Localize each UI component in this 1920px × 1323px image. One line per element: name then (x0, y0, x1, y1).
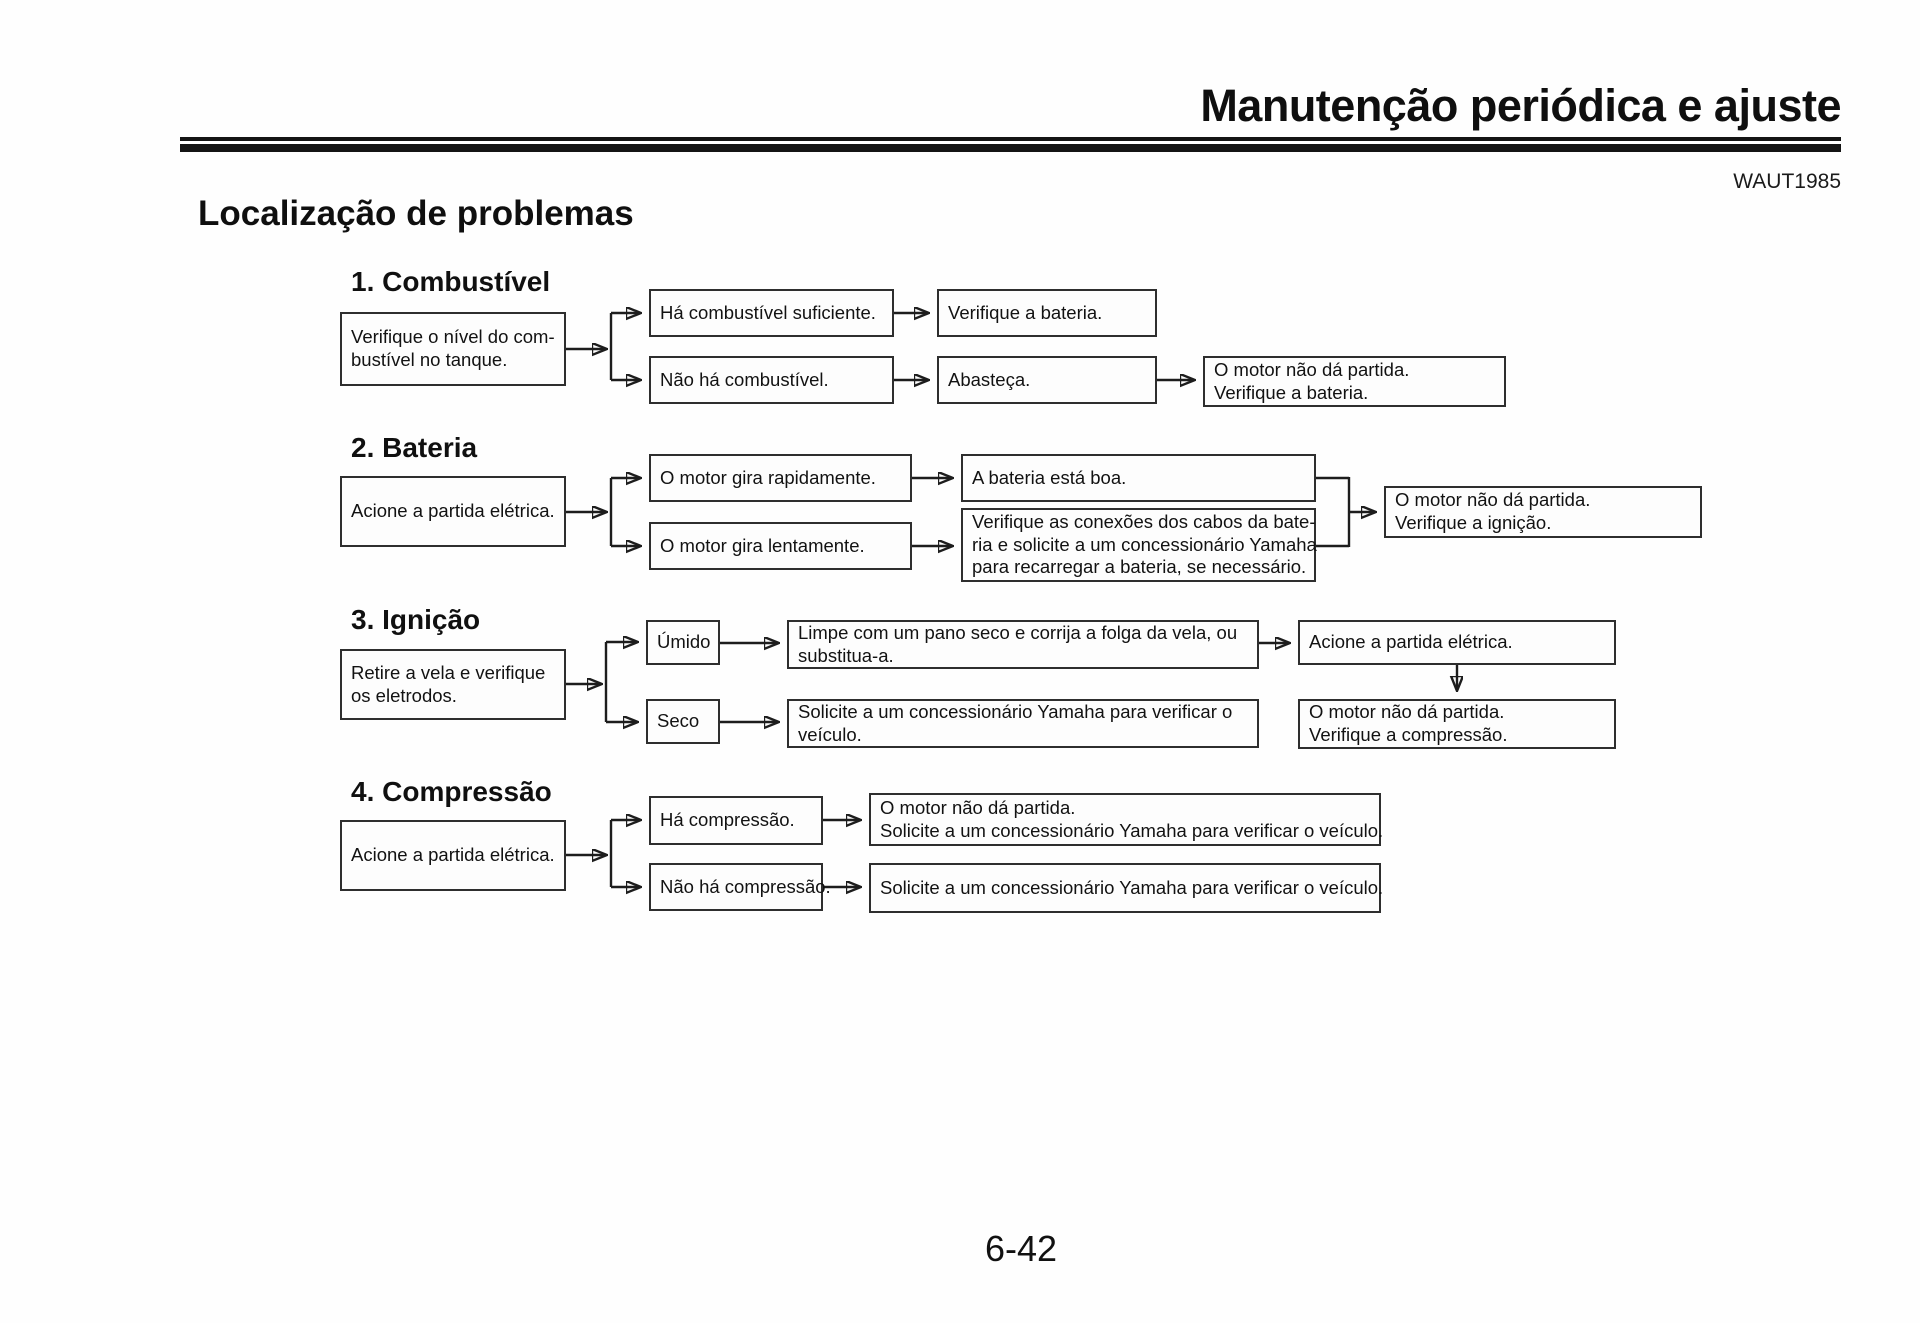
flow-box-fuel-none: Não há combustível. (649, 356, 894, 404)
flow-box-ignition-dry: Seco (646, 699, 720, 744)
flow-box-compression-final-no: Solicite a um concessionário Yamaha para… (869, 863, 1383, 913)
flow-box-fuel-final: O motor não dá partida. Verifique a bate… (1203, 356, 1506, 407)
flow-heading-compressao: 4. Compressão (351, 776, 552, 807)
flow-box-battery-start: Acione a partida elétrica. (340, 476, 566, 547)
flow-box-battery-fast: O motor gira rapidamente. (649, 454, 912, 502)
flow-box-fuel-enough: Há combustível suficiente. (649, 289, 894, 337)
flow-box-ignition-wet: Úmido (646, 620, 720, 665)
page-number: 6-42 (985, 1228, 1058, 1269)
flow-box-ignition-retry-start: Acione a partida elétrica. (1298, 620, 1616, 665)
flow-box-battery-final: O motor não dá partida. Verifique a igni… (1384, 486, 1702, 538)
flow-heading-ignicao: 3. Ignição (351, 604, 481, 635)
flow-box-fuel-check-battery: Verifique a bateria. (937, 289, 1157, 337)
flow-box-ignition-dealer: Solicite a um concessionário Yamaha para… (787, 699, 1259, 748)
doc-code: WAUT1985 (1733, 170, 1841, 193)
header-rule-thick (180, 144, 1841, 152)
flow-box-compression-final-yes: O motor não dá partida. Solicite a um co… (869, 793, 1383, 846)
flow-box-compression-yes: Há compressão. (649, 796, 823, 845)
flow-box-compression-no: Não há compressão. (649, 863, 831, 911)
flow-heading-bateria: 2. Bateria (351, 432, 478, 463)
section-title: Localização de problemas (198, 194, 634, 233)
flow-box-battery-good: A bateria está boa. (961, 454, 1316, 502)
flow-box-fuel-start: Verifique o nível do com- bustível no ta… (340, 312, 566, 386)
flow-box-ignition-clean-plug: Limpe com um pano seco e corrija a folga… (787, 620, 1259, 669)
flow-box-battery-slow: O motor gira lentamente. (649, 522, 912, 570)
header-rule-thin (180, 137, 1841, 141)
page-title: Manutenção periódica e ajuste (1200, 80, 1841, 131)
flow-heading-combustivel: 1. Combustível (351, 266, 551, 297)
flow-box-fuel-refuel: Abasteça. (937, 356, 1157, 404)
flow-box-ignition-start: Retire a vela e verifique os eletrodos. (340, 649, 566, 720)
flow-box-ignition-final: O motor não dá partida. Verifique a comp… (1298, 699, 1616, 749)
flow-box-battery-check-cables: Verifique as conexões dos cabos da bate-… (961, 508, 1317, 582)
flow-box-compression-start: Acione a partida elétrica. (340, 820, 566, 891)
